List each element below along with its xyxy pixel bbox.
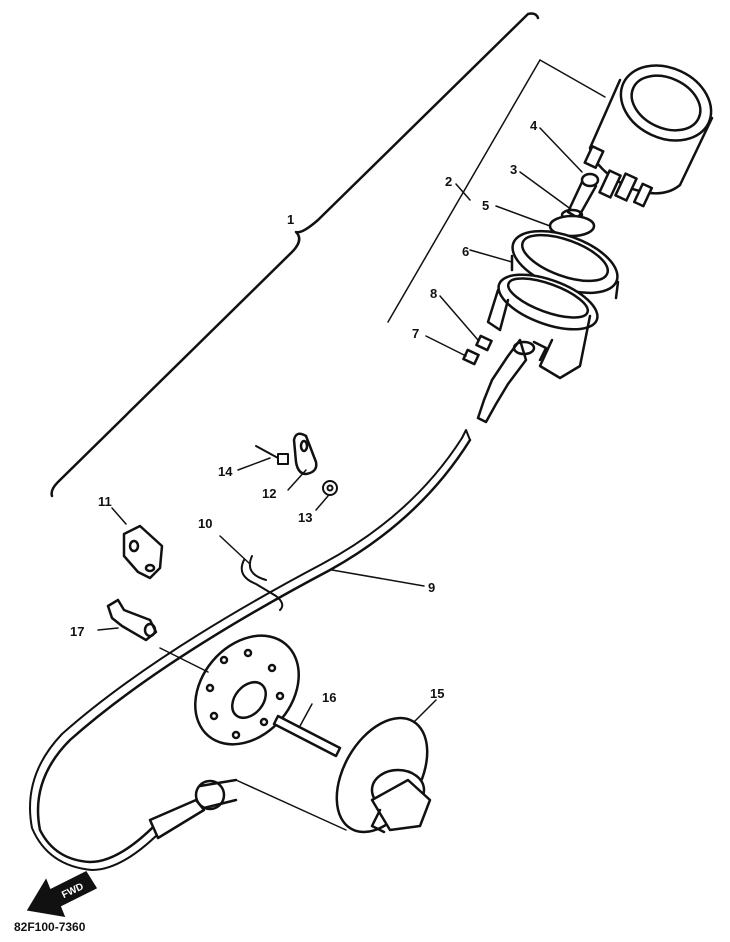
guide-washer xyxy=(322,480,338,496)
callout-7: 7 xyxy=(412,326,419,341)
meter-bracket xyxy=(486,273,599,380)
callout-3: 3 xyxy=(510,162,517,177)
callout-11: 11 xyxy=(98,494,112,509)
forward-arrow-icon: FWD xyxy=(26,871,98,917)
callout-17: 17 xyxy=(70,624,84,639)
group-1-bracket xyxy=(50,12,540,498)
callout-4: 4 xyxy=(530,118,538,133)
speedometer-head xyxy=(583,64,714,208)
speedometer-gear-unit xyxy=(335,716,432,834)
drive-shaft xyxy=(272,714,342,758)
bulb-socket xyxy=(560,172,600,222)
callout-9: 9 xyxy=(428,580,435,595)
meter-group-frame xyxy=(387,59,606,323)
washer xyxy=(462,348,480,366)
leader-lines xyxy=(97,127,583,727)
cable-upper-fitting xyxy=(476,338,548,424)
callout-16: 16 xyxy=(322,690,336,705)
speedometer-cable xyxy=(36,438,472,864)
cable-clamp xyxy=(240,555,284,611)
collar xyxy=(106,598,158,642)
callout-15: 15 xyxy=(430,686,444,701)
speedometer-cable-inner xyxy=(29,437,463,871)
callout-10: 10 xyxy=(198,516,212,531)
cable-tip xyxy=(461,429,471,441)
callout-13: 13 xyxy=(298,510,312,525)
callout-5: 5 xyxy=(482,198,489,213)
screw xyxy=(255,445,289,465)
nut xyxy=(475,334,493,352)
callout-14: 14 xyxy=(218,464,233,479)
callout-1: 1 xyxy=(287,212,294,227)
part-code: 82F100-7360 xyxy=(14,920,86,934)
callout-8: 8 xyxy=(430,286,437,301)
cable-guide-bracket xyxy=(122,524,164,580)
callout-6: 6 xyxy=(462,244,469,259)
callout-12: 12 xyxy=(262,486,276,501)
hub-disc xyxy=(194,634,300,746)
guide-lines xyxy=(159,647,347,831)
cable-guide xyxy=(292,432,318,476)
cable-lower-fitting xyxy=(148,778,238,840)
callout-2: 2 xyxy=(445,174,452,189)
